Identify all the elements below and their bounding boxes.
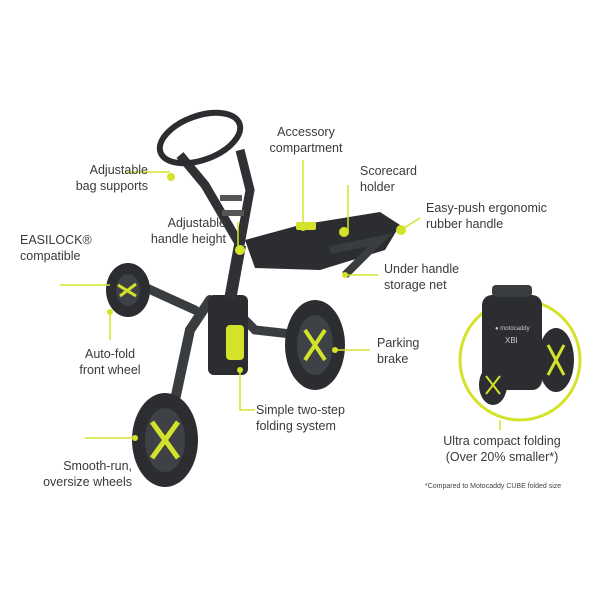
- label-ultra-compact: Ultra compact folding (Over 20% smaller*…: [443, 434, 561, 464]
- rear-wheel-left: [132, 393, 198, 487]
- svg-text:XBl: XBl: [505, 336, 518, 345]
- label-easy-push-handle: Easy-push ergonomic rubber handle: [426, 201, 547, 231]
- front-wheel: [106, 263, 150, 317]
- label-adjustable-handle-height: Adjustable handle height: [150, 216, 226, 246]
- label-smooth-run-wheels: Smooth-run, oversize wheels: [43, 459, 132, 489]
- label-two-step-folding: Simple two-step folding system: [256, 403, 345, 433]
- label-accessory-compartment: Accessory compartment: [269, 125, 343, 155]
- label-auto-fold-front-wheel: Auto-fold front wheel: [79, 347, 141, 377]
- trolley-folded-inset: ● motocaddy XBl: [458, 285, 582, 422]
- label-easilock: EASILOCK® compatible: [20, 233, 92, 263]
- trolley-main: [106, 109, 406, 487]
- svg-text:● motocaddy: ● motocaddy: [495, 326, 530, 332]
- footnote: *Compared to Motocaddy CUBE folded size: [425, 483, 562, 490]
- label-adjustable-bag-supports: Adjustable bag supports: [75, 163, 148, 193]
- label-under-handle-storage: Under handle storage net: [384, 262, 460, 292]
- callout-lines: [60, 160, 501, 439]
- label-scorecard-holder: Scorecard holder: [360, 164, 417, 194]
- callout-dots: [107, 225, 348, 441]
- rear-wheel-right: [285, 300, 345, 390]
- label-parking-brake: Parking brake: [377, 336, 420, 366]
